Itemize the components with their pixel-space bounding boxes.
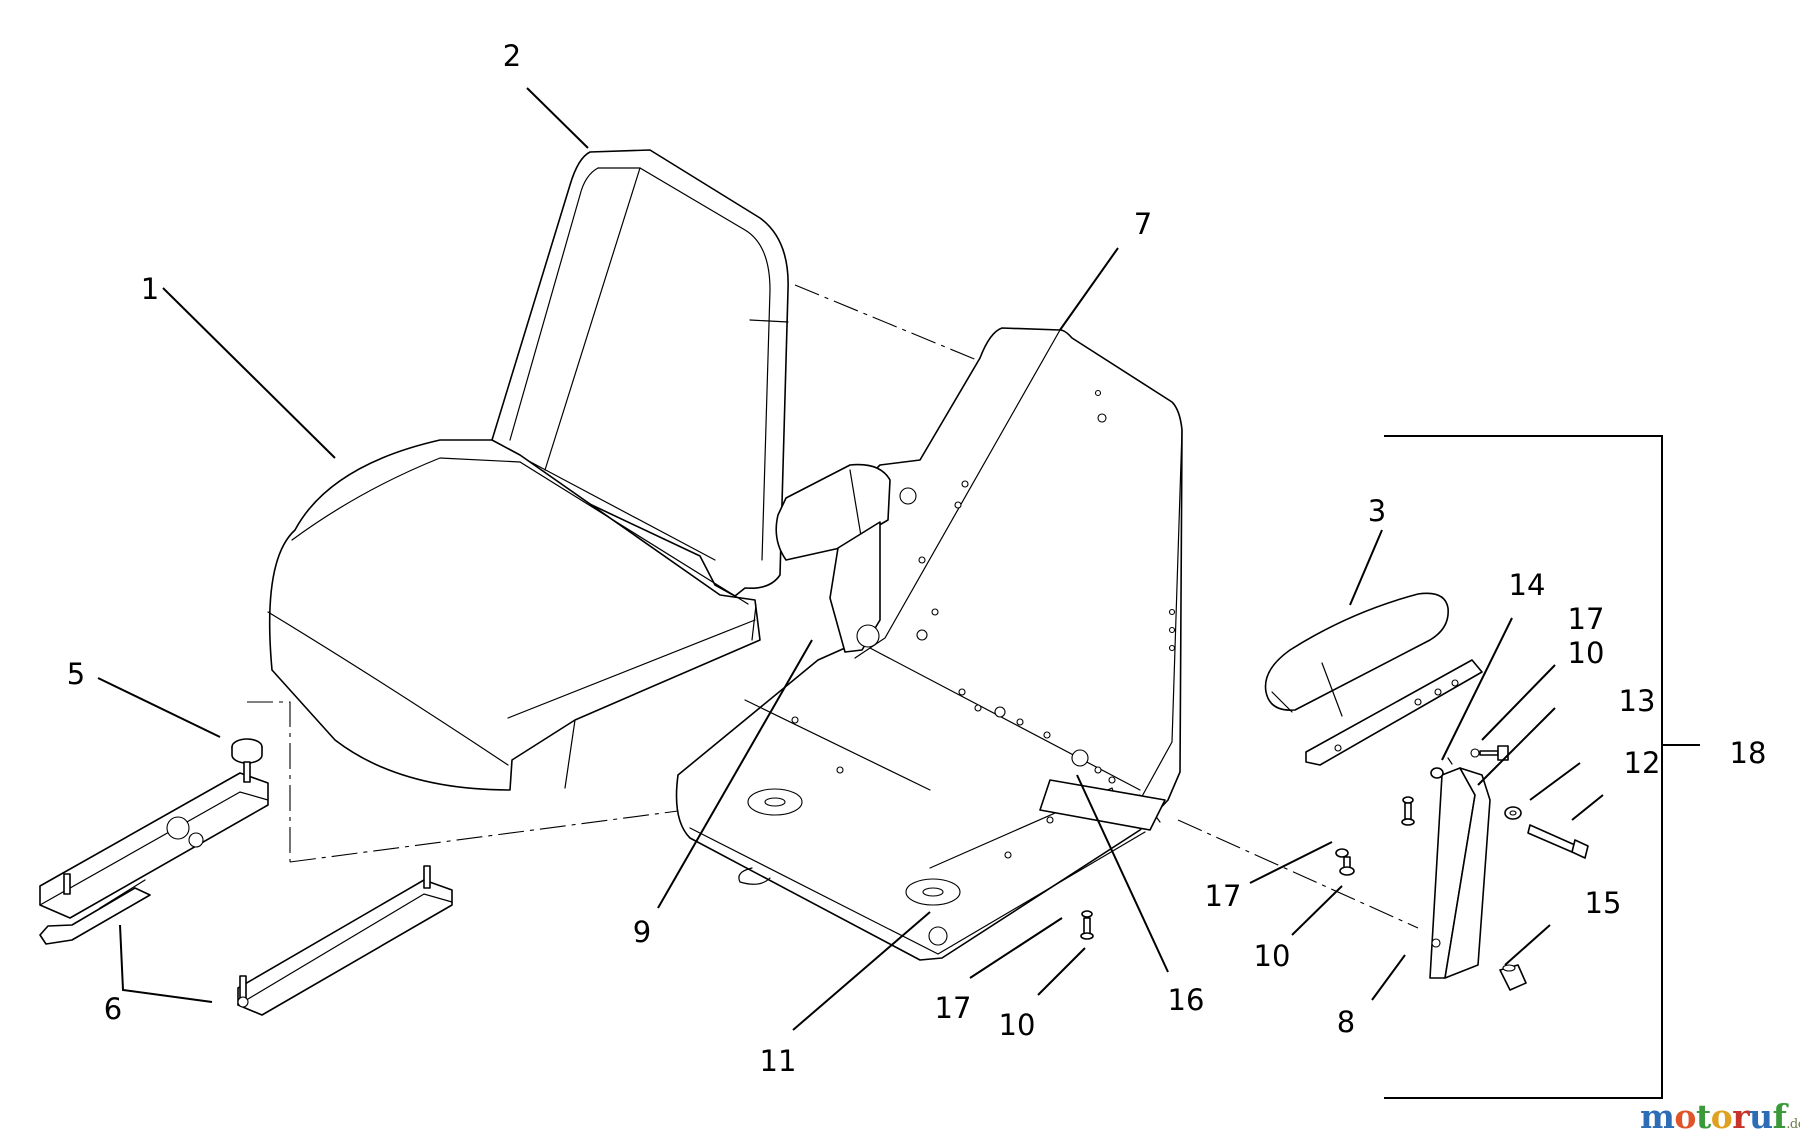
watermark-letter-u: u [1749,1097,1773,1136]
callout-11: 11 [760,1044,797,1078]
washer-17-left [1335,848,1349,858]
washer-13 [1504,806,1522,820]
callout-7: 7 [1134,207,1152,241]
callout-18: 18 [1730,736,1767,770]
leader-lines [97,87,1604,1031]
callout-13: 13 [1619,684,1656,718]
callout-10-middle: 10 [1254,939,1291,973]
nut-14 [1430,757,1453,779]
watermark-letter-r: r [1732,1097,1750,1136]
bolt-12 [1527,824,1589,859]
watermark-letter-t: t [1695,1097,1711,1136]
callout-6: 6 [104,992,122,1026]
callout-15: 15 [1585,886,1622,920]
bumper-5 [231,738,263,764]
watermark-letter-o2: o [1710,1097,1733,1136]
watermark-letter-f: f [1772,1097,1787,1136]
right-armrest-pad [1264,592,1449,717]
callout-10-upper: 10 [1568,636,1605,670]
bolt-10-left [1339,856,1355,876]
callout-1: 1 [141,272,159,306]
bolt-10-upper [1470,745,1509,761]
callout-14: 14 [1509,568,1546,602]
seat-rail-16 [1039,779,1166,831]
seat-cushion [267,439,761,791]
callout-2: 2 [503,39,521,73]
watermark-suffix: .de [1786,1117,1800,1132]
callout-17-upper: 17 [1568,602,1605,636]
armrest-bracket [1305,659,1483,766]
watermark-letter-o1: o [1674,1097,1696,1136]
backrest-cushion [491,149,789,597]
watermark-letter-m: m [1640,1097,1675,1136]
bolt-10-middle [1401,796,1415,826]
bolt-10-base [1080,910,1094,940]
callout-9: 9 [633,915,651,949]
callout-17-base: 17 [935,991,972,1025]
left-armrest [775,463,917,653]
callout-labels: 1 2 3 5 6 7 8 9 10 10 10 11 12 13 14 15 … [67,39,1767,1078]
callout-5: 5 [67,657,85,691]
callout-17-left: 17 [1205,879,1242,913]
callout-3: 3 [1368,494,1386,528]
callout-8: 8 [1337,1005,1355,1039]
kit-bracket-18 [1384,435,1700,1099]
callout-12: 12 [1624,746,1661,780]
slide-rail-lower [237,865,453,1016]
watermark-logo: motoruf.de [1640,1097,1800,1136]
callout-10-base: 10 [999,1008,1036,1042]
slide-rail-upper [39,761,269,945]
armrest-upright [1429,767,1491,979]
cap-15 [1499,964,1527,991]
callout-16: 16 [1168,983,1205,1017]
